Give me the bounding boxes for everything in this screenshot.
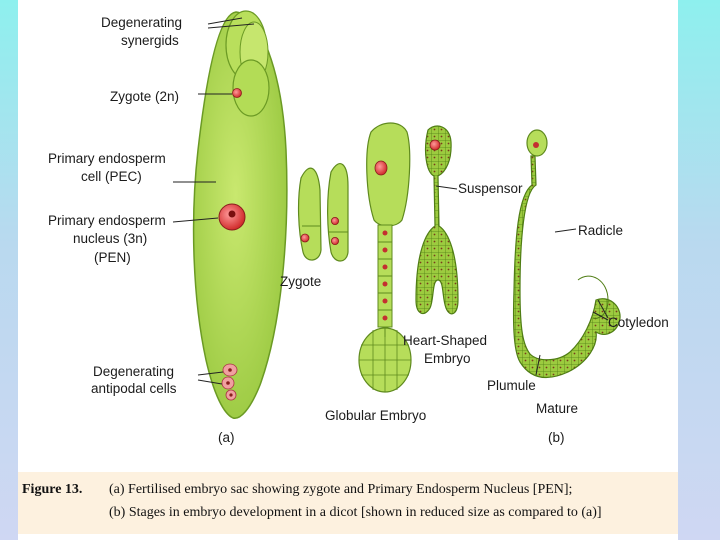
label-panel-b: (b) — [548, 430, 565, 445]
globular-embryo — [358, 122, 412, 393]
label-antipodal: Degenerating — [93, 364, 174, 379]
zygote-cell — [232, 59, 270, 117]
embryo-development-figure: Degenerating synergids Zygote (2n) Prima… — [48, 10, 669, 445]
label-heart-shaped: Heart-Shaped — [403, 333, 487, 348]
label-pen: Primary endosperm — [48, 213, 166, 228]
label-degenerating-synergids-2: synergids — [121, 33, 179, 48]
heart-shaped-embryo — [415, 125, 459, 315]
label-zygote-2n: Zygote (2n) — [110, 89, 179, 104]
label-pec-2: cell (PEC) — [81, 169, 142, 184]
label-heart-shaped-2: Embryo — [424, 351, 471, 366]
label-pec: Primary endosperm — [48, 151, 166, 166]
label-degenerating-synergids: Degenerating — [101, 15, 182, 30]
label-radicle: Radicle — [578, 223, 623, 238]
leader-lines-b — [435, 185, 609, 376]
label-mature: Mature — [536, 401, 578, 416]
label-cotyledon: Cotyledon — [608, 315, 669, 330]
embryo-sac — [192, 10, 288, 419]
label-globular-embryo: Globular Embryo — [325, 408, 426, 423]
caption-line-a: (a) Fertilised embryo sac showing zygote… — [109, 482, 573, 497]
caption-line-b: (b) Stages in embryo development in a di… — [109, 505, 602, 520]
label-pen-3: (PEN) — [94, 250, 131, 265]
label-suspensor: Suspensor — [458, 181, 523, 196]
antipodal-cells — [221, 363, 238, 401]
leader-lines-a — [172, 17, 255, 385]
slide: Degenerating synergids Zygote (2n) Prima… — [18, 0, 678, 540]
label-pen-2: nucleus (3n) — [73, 231, 147, 246]
zygote-stage — [297, 162, 349, 262]
mature-embryo — [512, 129, 621, 379]
caption-figure-number: Figure 13. — [22, 482, 83, 497]
figure-caption: Figure 13. (a) Fertilised embryo sac sho… — [18, 472, 678, 534]
label-zygote: Zygote — [280, 274, 321, 289]
label-plumule: Plumule — [487, 378, 536, 393]
figure-labels: Degenerating synergids Zygote (2n) Prima… — [48, 15, 669, 445]
label-antipodal-2: antipodal cells — [91, 381, 177, 396]
label-panel-a: (a) — [218, 430, 235, 445]
zygote-nucleus — [232, 88, 242, 98]
